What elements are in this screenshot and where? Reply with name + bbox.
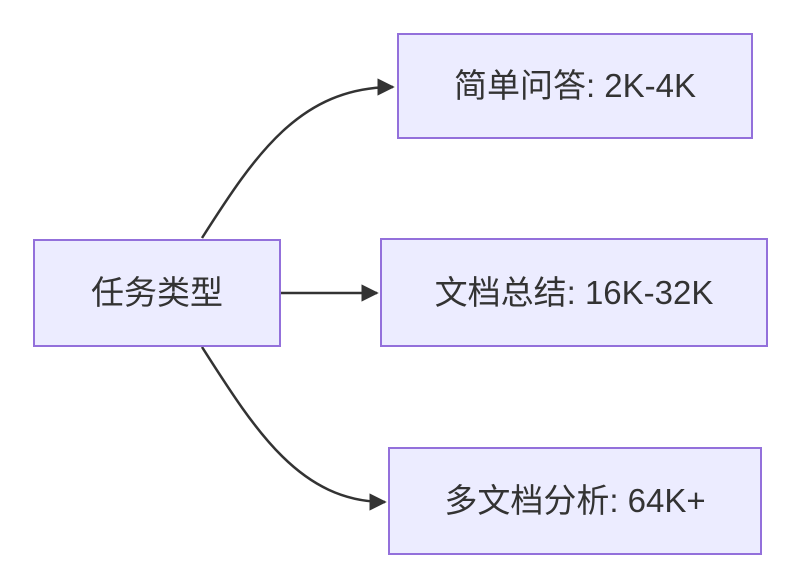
edge-root-to-multi-doc	[200, 346, 387, 511]
edge-root-to-simple-qa	[200, 78, 395, 239]
node-task-type-label: 任务类型	[91, 274, 223, 312]
node-simple-qa-label: 简单问答: 2K-4K	[453, 67, 697, 105]
node-task-type: 任务类型	[33, 239, 281, 347]
node-doc-summary-label: 文档总结: 16K-32K	[434, 273, 714, 311]
node-multi-doc-analysis-label: 多文档分析: 64K+	[444, 482, 706, 520]
node-simple-qa: 简单问答: 2K-4K	[397, 33, 753, 139]
node-multi-doc-analysis: 多文档分析: 64K+	[388, 447, 762, 555]
node-doc-summary: 文档总结: 16K-32K	[380, 238, 768, 347]
